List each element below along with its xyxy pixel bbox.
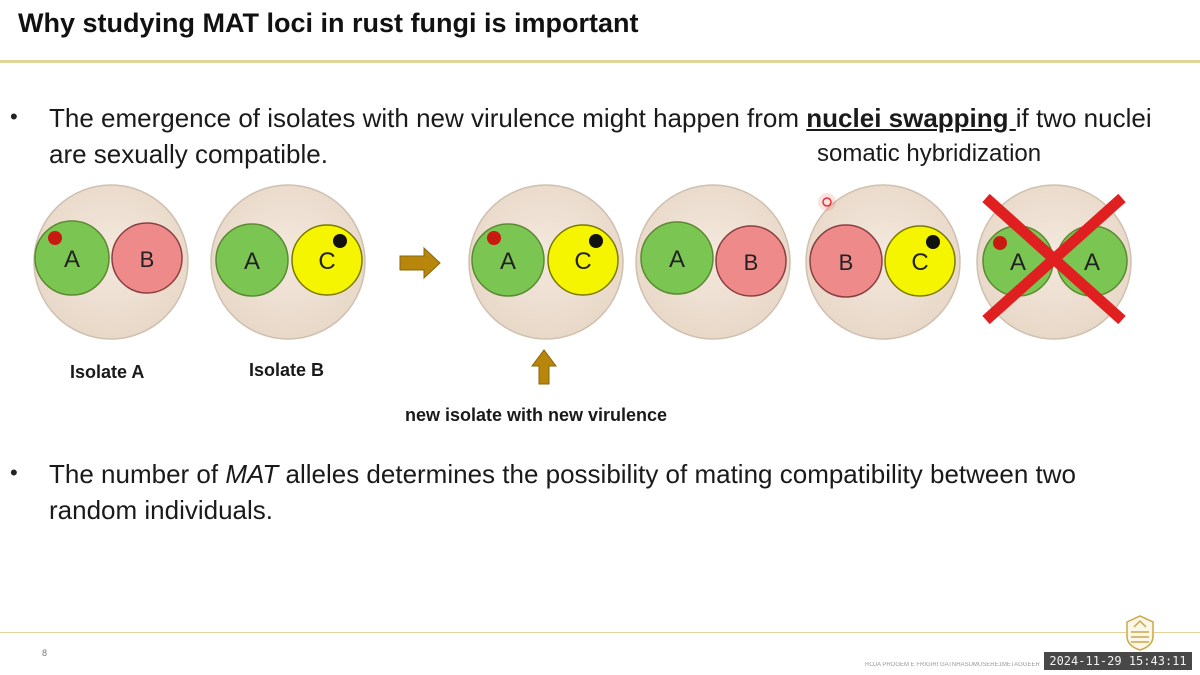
- nucleus-b: [809, 224, 883, 298]
- bullet-marker: •: [10, 104, 18, 129]
- somatic-hybridization-label: somatic hybridization: [817, 140, 1042, 167]
- cell-isolate-b: A C: [210, 184, 366, 340]
- footer-divider: [0, 632, 1200, 633]
- svg-text:C: C: [911, 249, 928, 276]
- cross-mark-icon: [982, 193, 1126, 325]
- pointer-dot: [822, 197, 832, 207]
- nucleus-b: [715, 225, 787, 297]
- svg-text:B: B: [140, 247, 155, 272]
- svg-text:A: A: [244, 248, 260, 275]
- caption-isolate-a: Isolate A: [70, 362, 145, 382]
- caption-new-isolate: new isolate with new virulence: [405, 405, 668, 425]
- nucleus-a: [640, 221, 714, 295]
- nucleus-b: [111, 222, 183, 294]
- black-dot-marker: [926, 235, 940, 249]
- right-arrow-icon: [399, 246, 441, 280]
- svg-text:C: C: [574, 248, 591, 275]
- nuclei-diagram: A B A C A C A B B C: [33, 184, 1132, 385]
- bullet-virulence-text-end: if two nuclei are sexually compatible.: [49, 103, 1152, 169]
- page-number: 8: [42, 648, 48, 658]
- title-divider: [0, 60, 1200, 63]
- cell-isolate-a: A B: [33, 184, 189, 340]
- up-arrow-icon: [531, 349, 557, 385]
- nuclei-swapping-emphasis: nuclei swapping: [806, 103, 1016, 133]
- university-logo-icon: [1123, 612, 1157, 657]
- recording-timestamp: 2024-11-29 15:43:11: [1044, 652, 1192, 670]
- svg-text:A: A: [64, 246, 80, 273]
- caption-isolate-b: Isolate B: [249, 360, 325, 380]
- red-dot-marker: [487, 231, 501, 245]
- red-dot-marker: [993, 236, 1007, 250]
- svg-text:A: A: [1010, 249, 1026, 276]
- svg-text:A: A: [1084, 249, 1100, 276]
- cell-hybrid-bc: B C: [805, 184, 961, 340]
- svg-text:A: A: [500, 248, 516, 275]
- svg-text:A: A: [669, 246, 685, 273]
- cell-hybrid-ab: A B: [635, 184, 791, 340]
- svg-text:B: B: [839, 250, 854, 275]
- black-dot-marker: [333, 234, 347, 248]
- bullet-mat-text-end: alleles determines the possibility of ma…: [49, 459, 1076, 525]
- svg-text:B: B: [744, 250, 759, 275]
- slide-title: Why studying MAT loci in rust fungi is i…: [18, 8, 639, 38]
- cell-new-isolate: A C: [468, 184, 624, 340]
- bullet-marker: •: [10, 460, 18, 485]
- bullet-mat-text: The number of: [49, 459, 226, 489]
- mat-italic: MAT: [225, 459, 279, 489]
- bullet-mat-alleles: The number of MAT alleles determines the…: [49, 456, 1169, 528]
- cell-incompatible-aa: A A: [976, 184, 1132, 340]
- nucleus-a: [215, 223, 289, 297]
- black-dot-marker: [589, 234, 603, 248]
- footer-small-text: ROJA PROGEM E FRIGIRI GATNHASUMUSERE1MET…: [865, 662, 1040, 668]
- bullet-virulence: The emergence of isolates with new virul…: [49, 100, 1159, 172]
- red-dot-marker: [48, 231, 62, 245]
- bullet-virulence-text: The emergence of isolates with new virul…: [49, 103, 807, 133]
- svg-text:C: C: [318, 248, 335, 275]
